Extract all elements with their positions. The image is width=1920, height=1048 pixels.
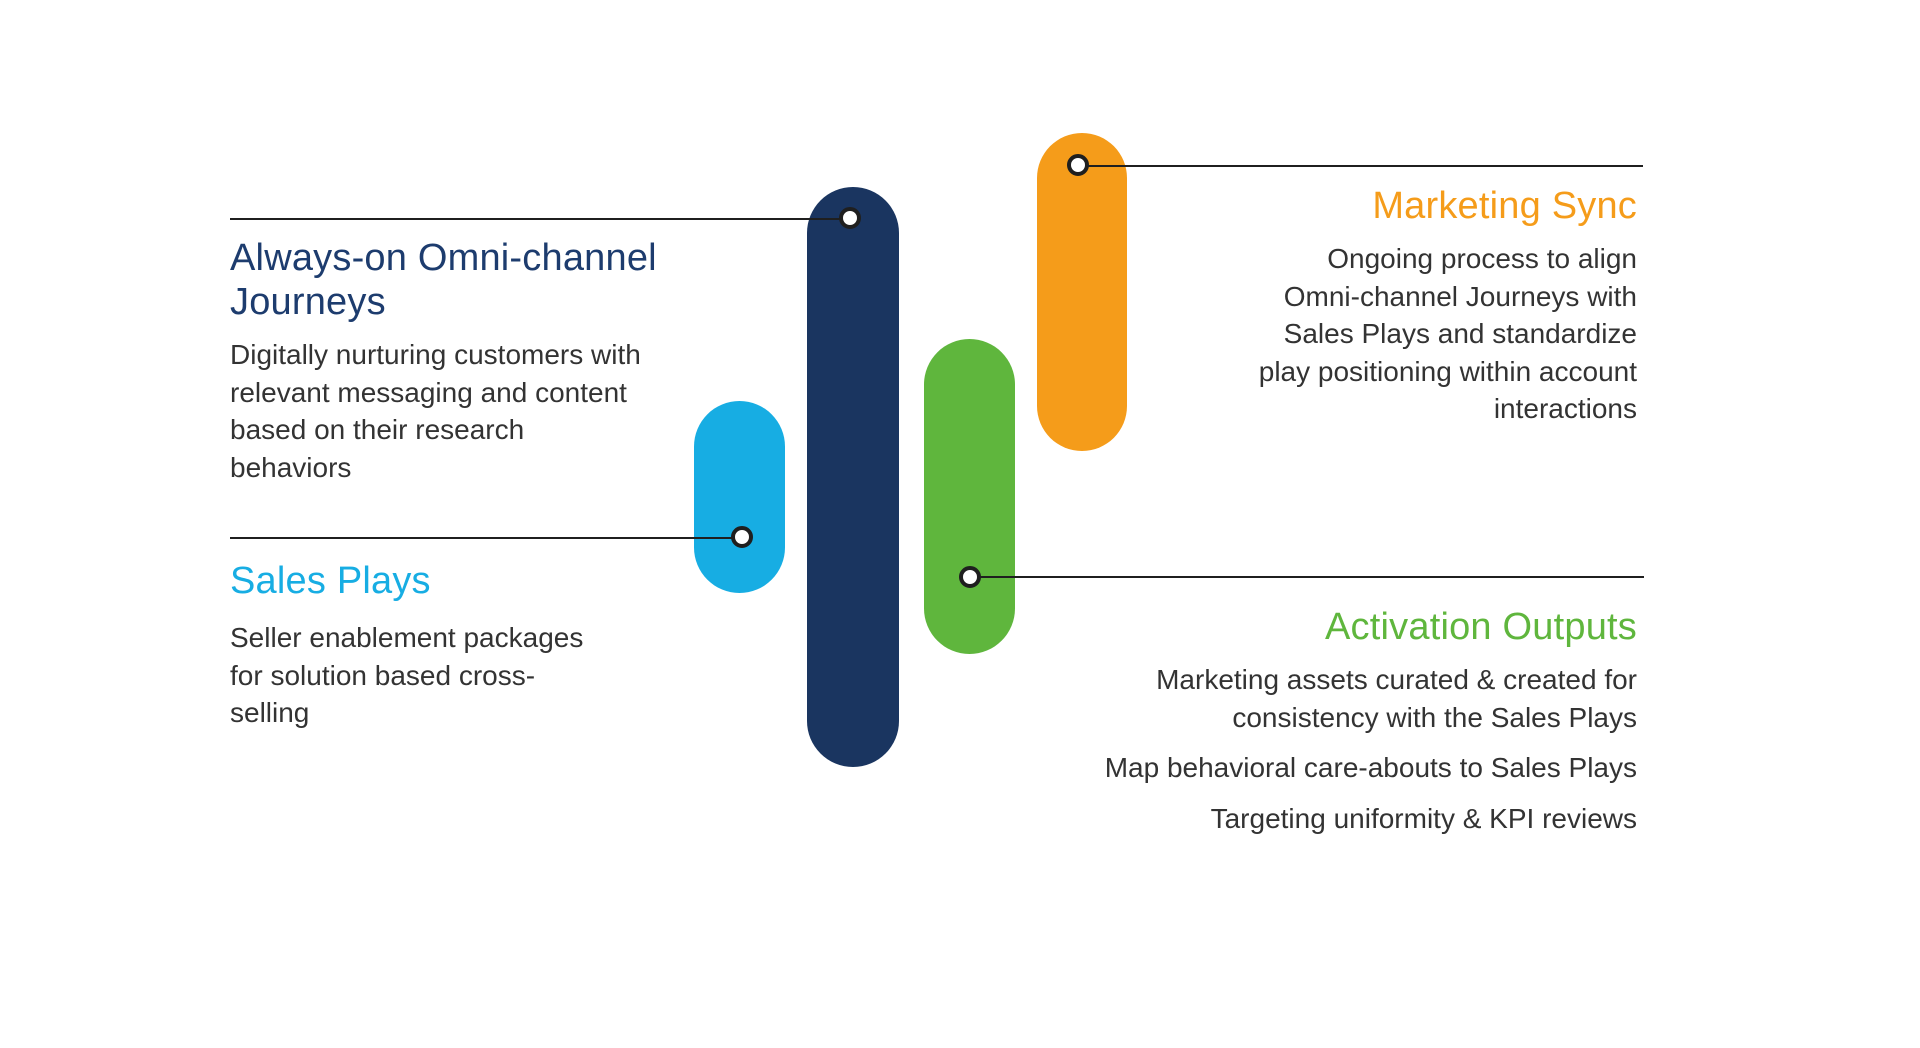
sales-plays-title: Sales Plays [230, 560, 431, 602]
activation-outputs-connector-line [970, 576, 1644, 578]
journeys-section: Always-on Omni-channel Journeys Digitall… [230, 236, 710, 486]
activation-output-line: Marketing assets curated & created for [1156, 664, 1637, 695]
sales-plays-description-line: for solution based cross- [230, 659, 536, 691]
activation-output-item: Targeting uniformity & KPI reviews [1037, 800, 1637, 838]
activation-outputs-section: Activation Outputs Marketing assets cura… [1037, 605, 1637, 850]
sales-plays-connector-dot [731, 526, 753, 548]
activation-output-item: Marketing assets curated & created for c… [1037, 661, 1637, 736]
journeys-description-line: behaviors [230, 451, 352, 483]
journeys-description-line: relevant messaging and content [230, 376, 627, 408]
activation-outputs-title: Activation Outputs [1325, 606, 1637, 648]
marketing-sync-title: Marketing Sync [1372, 185, 1637, 227]
activation-output-line: Map behavioral care-abouts to Sales Play… [1104, 752, 1637, 783]
marketing-sync-connector-dot [1067, 154, 1089, 176]
sales-plays-description: Seller enablement packages for solution … [230, 619, 670, 732]
marketing-sync-pill [1037, 133, 1127, 451]
marketing-sync-description-line: interactions [1493, 393, 1637, 424]
journeys-connector-line [230, 218, 850, 220]
sales-plays-connector-line [230, 537, 742, 539]
activation-outputs-pill [924, 339, 1015, 654]
sales-plays-description-line: Seller enablement packages [230, 622, 584, 653]
activation-outputs-connector-dot [959, 566, 981, 588]
sales-plays-section: Sales Plays Seller enablement packages f… [230, 559, 670, 732]
journeys-description-line: Digitally nurturing customers with [230, 339, 641, 370]
marketing-sync-description: Ongoing process to align Omni-channel Jo… [1137, 240, 1637, 428]
activation-output-line: Targeting uniformity & KPI reviews [1210, 802, 1637, 834]
journeys-title: Always-on Omni-channel Journeys [230, 236, 710, 324]
marketing-sync-description-line: Ongoing process to align [1327, 243, 1637, 274]
journeys-description: Digitally nurturing customers with relev… [230, 336, 710, 486]
marketing-sync-section: Marketing Sync Ongoing process to align … [1137, 184, 1637, 428]
marketing-sync-connector-line [1078, 165, 1643, 167]
marketing-sync-description-line: Omni-channel Journeys with [1283, 280, 1637, 312]
journeys-title-line: Journeys [230, 281, 386, 323]
sales-plays-pill [694, 401, 785, 593]
journeys-description-line: based on their research [230, 414, 525, 445]
activation-output-item: Map behavioral care-abouts to Sales Play… [1037, 749, 1637, 787]
journeys-connector-dot [839, 207, 861, 229]
journeys-pill [807, 187, 899, 767]
activation-outputs-list: Marketing assets curated & created for c… [1037, 661, 1637, 837]
marketing-sync-description-line: Sales Plays and standardize [1283, 318, 1637, 349]
journeys-title-line: Always-on Omni-channel [230, 237, 657, 279]
marketing-sync-description-line: play positioning within account [1258, 355, 1637, 387]
activation-output-line: consistency with the Sales Plays [1232, 701, 1637, 733]
sales-plays-description-line: selling [230, 697, 310, 728]
